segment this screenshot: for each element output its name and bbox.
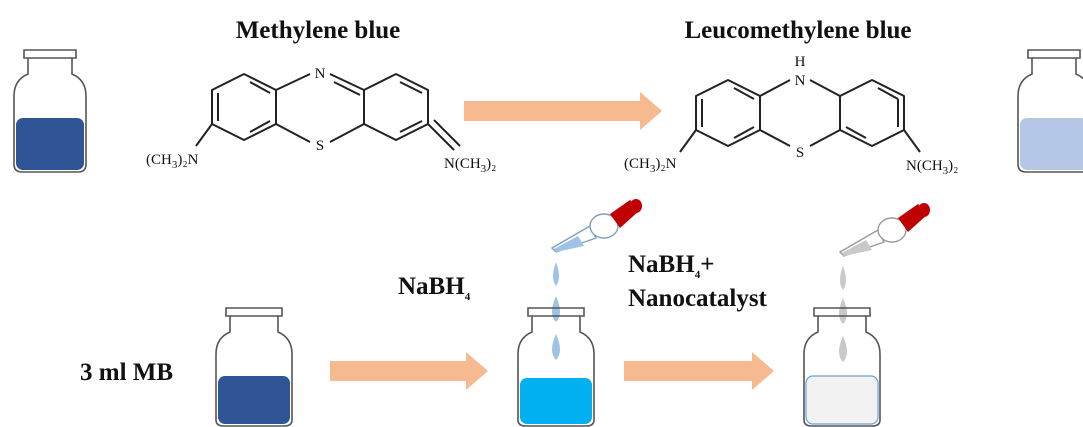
jar-liquid	[805, 375, 879, 425]
leucomethylene-blue-structure: H N S (CH3)₂N N(CH3)₂	[624, 54, 958, 177]
atom-s: S	[316, 138, 324, 154]
atom-n: N	[315, 66, 326, 82]
reagent-line-2: Nanocatalyst	[628, 285, 768, 312]
jar-liquid	[16, 118, 84, 170]
methylene-blue-structure: N S (CH3)₂N N(CH3)₂	[146, 66, 496, 175]
drops-nanocatalyst	[839, 266, 847, 362]
jar-mb	[215, 307, 293, 427]
dropper-nabh4	[550, 199, 642, 253]
group-dimethylamino-right: N(CH3)₂	[906, 158, 958, 177]
atom-s: S	[796, 145, 804, 161]
methylene-blue-title: Methylene blue	[236, 17, 401, 44]
dropper-nanocatalyst	[838, 203, 930, 257]
reagent-nabh4: NaBH4	[398, 273, 471, 303]
group-dimethylamino-left: (CH3)₂N	[624, 156, 677, 175]
jar-liquid	[520, 378, 592, 424]
jar-top-left	[13, 49, 87, 173]
atom-n: N	[795, 73, 806, 89]
step-arrow-2	[624, 352, 774, 390]
leucomethylene-blue-title: Leucomethylene blue	[684, 17, 911, 44]
jar-nabh4	[517, 307, 595, 427]
drops-nabh4	[552, 262, 560, 360]
reagent-nabh4-nanocatalyst: NaBH4+	[628, 251, 714, 281]
atom-h: H	[795, 54, 806, 70]
group-dimethylamino-left: (CH3)₂N	[146, 152, 199, 171]
start-label: 3 ml MB	[80, 359, 173, 386]
jar-top-right	[1017, 49, 1083, 173]
group-dimethylamino-right: N(CH3)₂	[444, 156, 496, 175]
step-arrow-1	[330, 352, 488, 390]
jar-leuco	[803, 307, 881, 427]
jar-liquid	[1020, 118, 1083, 170]
reaction-arrow-top	[464, 92, 662, 130]
jar-liquid	[218, 376, 290, 424]
